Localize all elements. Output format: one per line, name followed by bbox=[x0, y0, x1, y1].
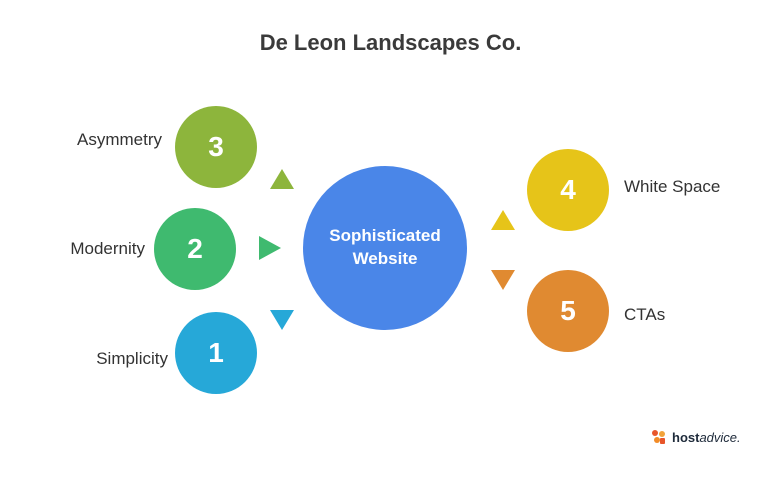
center-circle: Sophisticated Website bbox=[303, 166, 467, 330]
circle-4: 4 bbox=[527, 149, 609, 231]
brand-advice: advice. bbox=[699, 429, 741, 445]
number-1: 1 bbox=[208, 337, 224, 368]
arrow-down-icon bbox=[270, 310, 294, 330]
arrow-up-icon bbox=[491, 210, 515, 230]
number-2: 2 bbox=[187, 233, 203, 264]
circle-3: 3 bbox=[175, 106, 257, 188]
number-3: 3 bbox=[208, 131, 224, 162]
brand-host: host bbox=[672, 429, 700, 445]
center-line-1: Sophisticated bbox=[329, 226, 441, 246]
arrow-up-icon bbox=[270, 169, 294, 189]
circle-2: 2 bbox=[154, 208, 236, 290]
hostadvice-brand: hostadvice. bbox=[650, 428, 741, 446]
arrow-right-icon bbox=[259, 236, 281, 260]
number-4: 4 bbox=[560, 174, 576, 205]
number-5: 5 bbox=[560, 295, 576, 326]
label-asymmetry: Asymmetry bbox=[77, 130, 162, 149]
circle-5: 5 bbox=[527, 270, 609, 352]
hostadvice-logo-icon bbox=[652, 430, 665, 444]
label-modernity: Modernity bbox=[70, 239, 145, 258]
label-simplicity: Simplicity bbox=[96, 349, 168, 368]
label-ctas: CTAs bbox=[624, 305, 666, 324]
arrow-down-icon bbox=[491, 270, 515, 290]
label-white-space: White Space bbox=[624, 177, 721, 196]
diagram-title: De Leon Landscapes Co. bbox=[259, 30, 522, 55]
circle-1: 1 bbox=[175, 312, 257, 394]
center-line-2: Website bbox=[352, 249, 418, 268]
